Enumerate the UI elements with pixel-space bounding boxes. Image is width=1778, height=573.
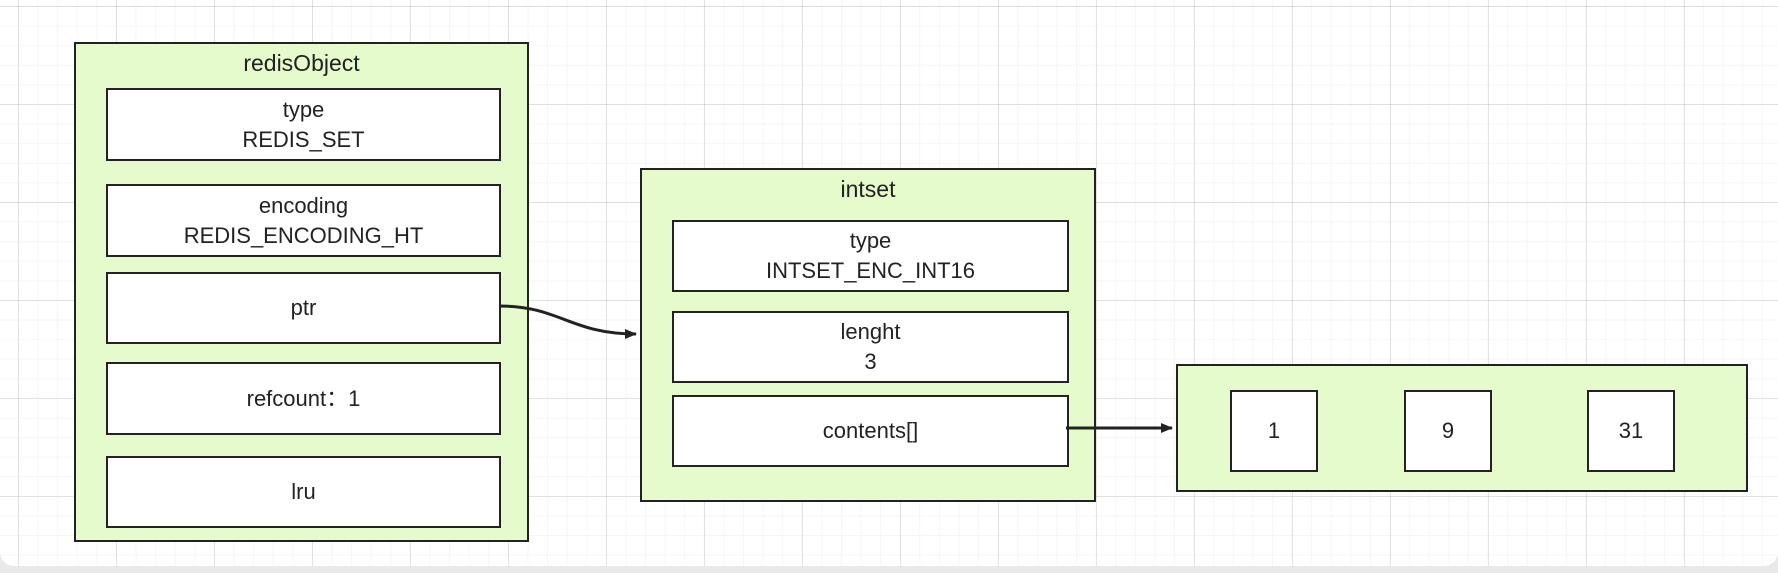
contents-array-item: 9 (1404, 390, 1492, 472)
refcount-label: refcount：1 (246, 385, 361, 411)
ptr-label: ptr (290, 295, 317, 320)
redis-object-encoding-field: encoding REDIS_ENCODING_HT (106, 184, 501, 257)
intset-contents-field: contents[] (672, 395, 1069, 467)
intset-box: intset type INTSET_ENC_INT16 lenght 3 co… (640, 168, 1096, 502)
redis-object-box: redisObject type REDIS_SET encoding REDI… (74, 42, 529, 542)
intset-type-label: type (849, 228, 892, 253)
type-label: type (282, 96, 325, 122)
encoding-label: encoding (258, 192, 349, 218)
redis-object-type-field: type REDIS_SET (106, 88, 501, 161)
intset-type-field: type INTSET_ENC_INT16 (672, 220, 1069, 292)
encoding-value: REDIS_ENCODING_HT (183, 222, 424, 248)
lru-label: lru (291, 479, 316, 504)
intset-contents-label: contents[] (822, 418, 919, 443)
intset-length-value: 3 (864, 349, 877, 374)
contents-array-item: 31 (1587, 390, 1675, 472)
contents-array-box: 1 9 31 (1176, 364, 1748, 492)
redis-object-title: redisObject (243, 50, 360, 76)
redis-object-refcount-field: refcount：1 (106, 362, 501, 435)
redis-object-ptr-field: ptr (106, 272, 501, 344)
contents-array-item: 1 (1230, 390, 1318, 472)
type-value: REDIS_SET (242, 126, 365, 152)
intset-length-field: lenght 3 (672, 311, 1069, 383)
ptr-to-intset-arrow (498, 304, 637, 339)
intset-type-value: INTSET_ENC_INT16 (765, 258, 976, 283)
redis-object-lru-field: lru (106, 456, 501, 528)
intset-title: intset (840, 176, 896, 202)
intset-length-label: lenght (840, 319, 901, 344)
